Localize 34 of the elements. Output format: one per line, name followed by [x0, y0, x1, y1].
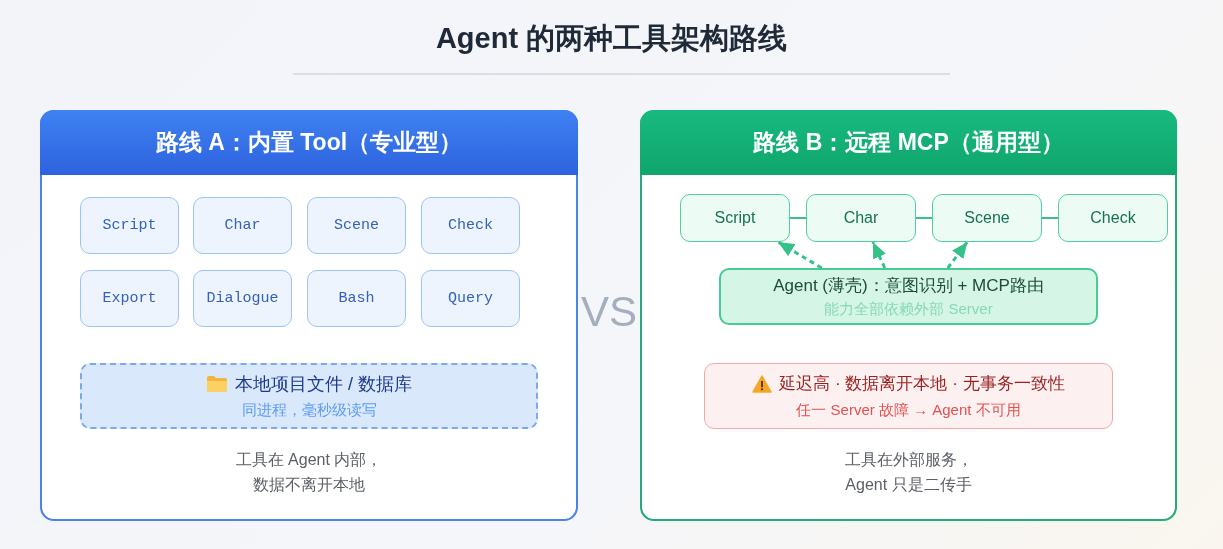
agent-note: 能力全部依赖外部 Server — [824, 298, 993, 319]
tool-card: Dialogue — [193, 270, 292, 327]
agent-title: Agent (薄壳)：意图识别 + MCP路由 — [773, 274, 1044, 297]
tool-card: Scene — [932, 194, 1042, 242]
diagram-title: Agent 的两种工具架构路线 — [435, 21, 788, 56]
dashed-arrow — [871, 241, 887, 269]
tool-card: Char — [806, 194, 916, 242]
dashed-arrow — [946, 241, 969, 269]
panel-header: 路线 A：内置 Tool（专业型） — [40, 110, 578, 175]
panel-header: 路线 B：远程 MCP（通用型） — [640, 110, 1177, 175]
connector-line — [789, 217, 807, 219]
tool-card: Script — [680, 194, 790, 242]
route-panel — [40, 110, 578, 521]
tool-card: Char — [193, 197, 292, 254]
connector-line — [1041, 217, 1059, 219]
warning-text: 延迟高 · 数据离开本地 · 无事务一致性 — [779, 372, 1065, 395]
agent-box — [719, 268, 1098, 325]
storage-box — [80, 363, 538, 429]
panel-summary: 工具在外部服务，Agent 只是二传手 — [843, 450, 974, 495]
vs-label: VS — [581, 291, 637, 333]
warning-note: 任一 Server 故障 → Agent 不可用 — [796, 399, 1021, 420]
tool-card: Script — [80, 197, 179, 254]
tool-card: Bash — [307, 270, 406, 327]
panel-summary: 工具在 Agent 内部，数据不离开本地 — [234, 450, 384, 495]
tool-card: Query — [421, 270, 520, 327]
storage-note: 同进程，毫秒级读写 — [241, 399, 377, 420]
tool-card: Export — [80, 270, 179, 327]
connector-line — [915, 217, 933, 219]
storage-title: 本地项目文件 / 数据库 — [235, 372, 412, 396]
route-panel — [640, 110, 1177, 521]
tool-card: Check — [421, 197, 520, 254]
tool-card: Check — [1058, 194, 1168, 242]
tool-card: Scene — [307, 197, 406, 254]
warning-box — [704, 363, 1113, 429]
